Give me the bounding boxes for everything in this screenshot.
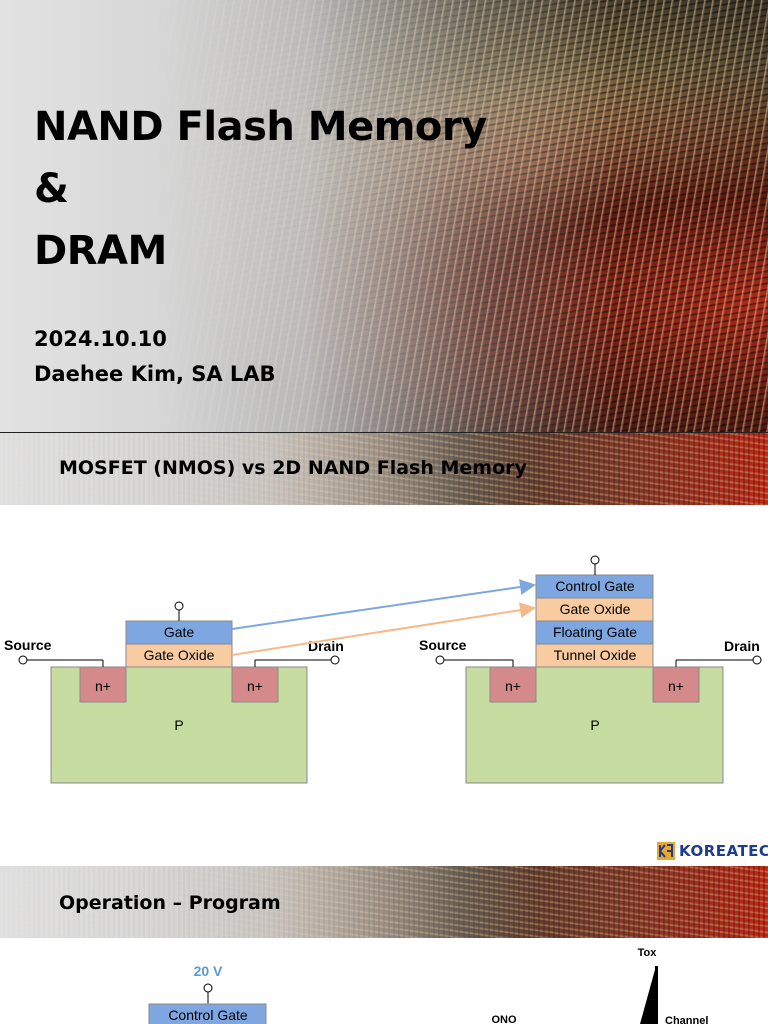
operation-program-slide: Operation – Program 20 V Control Gate To…: [0, 866, 768, 1024]
source-n-plus: [489, 666, 537, 703]
source-label: Source: [4, 637, 52, 653]
mosfet-structure: Gate Gate Oxide n+ n+ P Source Drain: [4, 601, 344, 784]
source-n-plus-label: n+: [95, 678, 111, 694]
gate-oxide-label: Gate Oxide: [144, 647, 215, 663]
mosfet-vs-nand-slide: MOSFET (NMOS) vs 2D NAND Flash Memory: [0, 432, 768, 867]
source-label: Source: [419, 637, 467, 653]
title-line-3: DRAM: [34, 228, 167, 274]
gate-terminal-icon: [174, 601, 184, 611]
control-gate-terminal-icon: [203, 983, 213, 993]
slide-heading: Operation – Program: [59, 892, 281, 914]
tunnel-oxide-label: Tunnel Oxide: [554, 647, 637, 663]
gate-correspondence-arrow: [231, 579, 536, 630]
drain-terminal-icon: [330, 655, 340, 665]
slide-subtitle: 2024.10.10 Daehee Kim, SA LAB: [34, 322, 276, 392]
gate-label: Gate: [164, 624, 195, 640]
control-gate-layer: [148, 1003, 267, 1024]
gate-oxide-label: Gate Oxide: [560, 601, 631, 617]
drain-n-plus: [652, 666, 700, 703]
title-line-1: NAND Flash Memory: [34, 104, 487, 150]
floating-gate-label: Floating Gate: [553, 624, 637, 640]
control-gate-label: Control Gate: [168, 1007, 248, 1023]
slide-header-banner: Operation – Program: [0, 866, 768, 938]
energy-band-shape: [640, 966, 658, 1024]
date: 2024.10.10: [34, 327, 167, 351]
substrate-label: P: [174, 717, 183, 733]
control-gate-label: Control Gate: [555, 578, 635, 594]
title-line-2: &: [34, 166, 69, 212]
ono-label: ONO: [491, 1014, 517, 1024]
channel-label: Channel: [665, 1015, 708, 1024]
substrate-label: P: [590, 717, 599, 733]
slide-header-banner: MOSFET (NMOS) vs 2D NAND Flash Memory: [0, 433, 768, 505]
drain-n-plus-label: n+: [668, 678, 684, 694]
koreatech-emblem-icon: [657, 842, 675, 860]
voltage-label: 20 V: [194, 963, 223, 979]
drain-label: Drain: [724, 638, 760, 654]
slide-title: NAND Flash Memory & DRAM: [34, 96, 487, 282]
author: Daehee Kim, SA LAB: [34, 362, 276, 386]
transistor-diagram: Gate Gate Oxide n+ n+ P Source Drain: [4, 555, 762, 784]
source-terminal-icon: [435, 655, 445, 665]
tox-label: Tox: [638, 947, 658, 959]
slide-heading: MOSFET (NMOS) vs 2D NAND Flash Memory: [59, 457, 527, 479]
koreatech-logo: KOREATECH: [656, 841, 768, 861]
title-slide: NAND Flash Memory & DRAM 2024.10.10 Daeh…: [0, 0, 768, 432]
program-operation-diagram: 20 V Control Gate Tox ONO Channel: [148, 947, 708, 1024]
nand-structure: Control Gate Gate Oxide Floating Gate Tu…: [419, 555, 762, 784]
control-gate-terminal-icon: [590, 555, 600, 565]
drain-terminal-icon: [752, 655, 762, 665]
source-terminal-icon: [18, 655, 28, 665]
drain-n-plus-label: n+: [247, 678, 263, 694]
source-n-plus-label: n+: [505, 678, 521, 694]
oxide-correspondence-arrow: [231, 602, 536, 656]
koreatech-logo-text: KOREATECH: [679, 842, 768, 860]
